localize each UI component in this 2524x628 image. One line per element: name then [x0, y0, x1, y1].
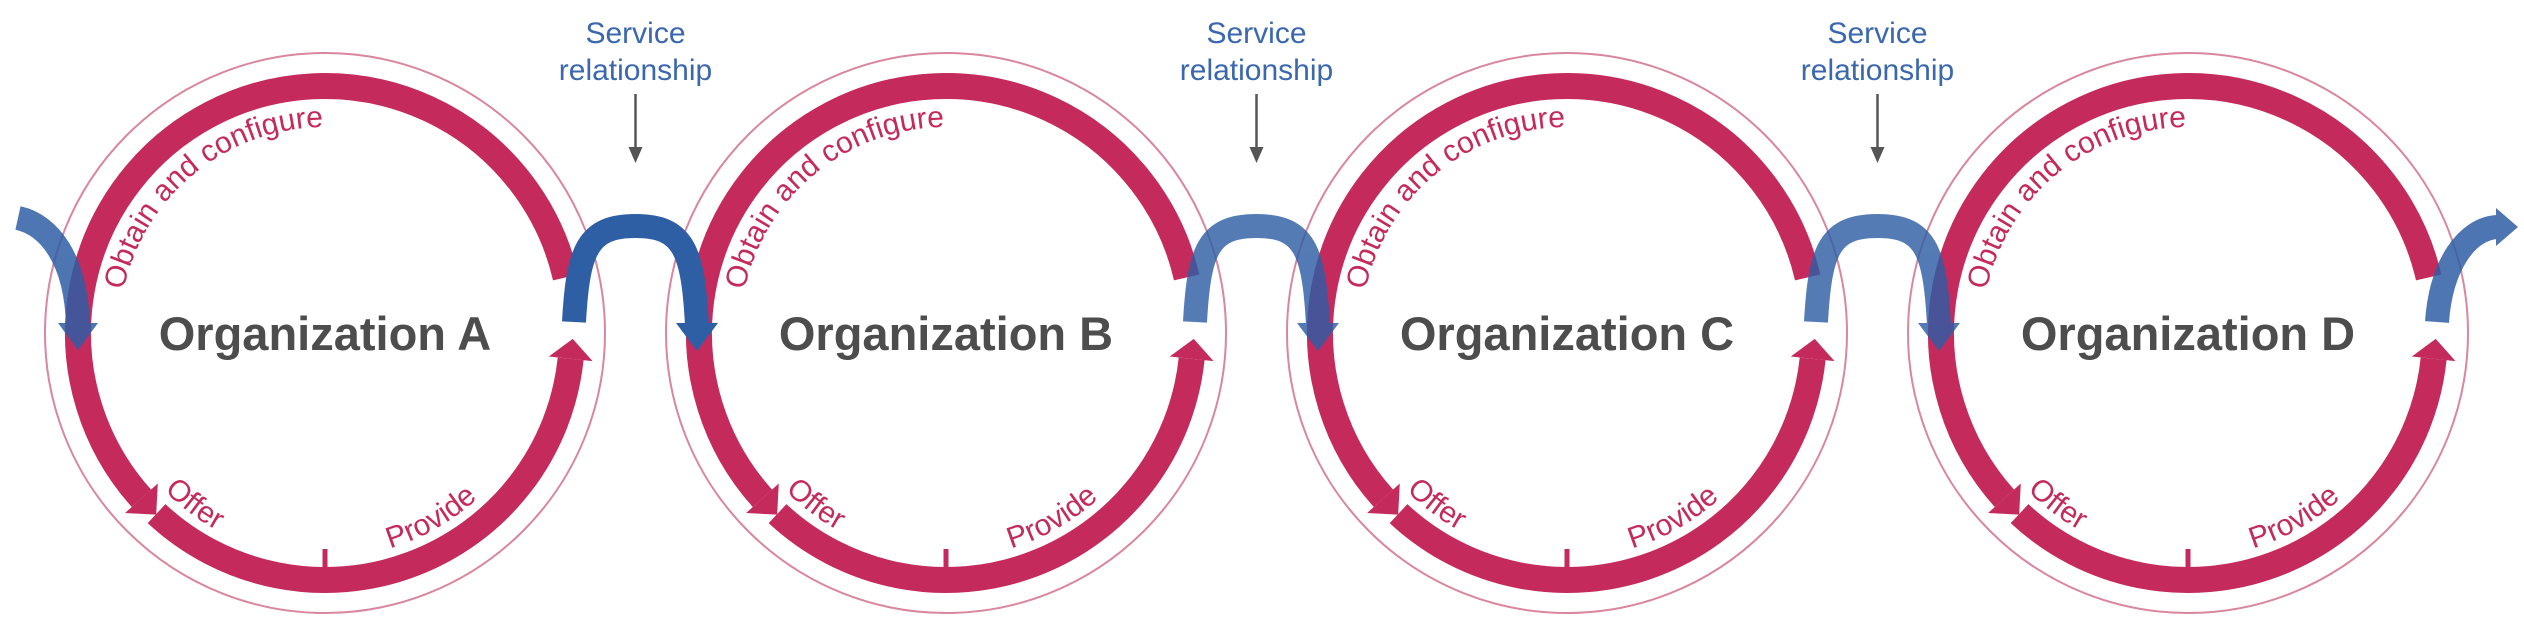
service-relationship-arc — [1183, 213, 1339, 351]
service-flow-arrows — [14, 206, 2518, 351]
outer-ring — [44, 52, 606, 614]
service-label-line2: relationship — [1180, 54, 1333, 87]
service-relationship-callout: Service relationship — [1180, 17, 1333, 163]
outer-ring — [665, 52, 1227, 614]
organization-b — [665, 52, 1227, 614]
obtain-arrowhead-icon — [746, 483, 779, 515]
service-flow-path — [1804, 213, 1951, 326]
service-label-line1: Service — [1206, 17, 1306, 50]
service-flow-arrowhead-icon — [1918, 323, 1960, 351]
organization-title: Organization B — [779, 307, 1113, 360]
provide-arrowhead-icon — [548, 338, 593, 362]
outer-ring — [1907, 52, 2469, 614]
service-label-line2: relationship — [1801, 54, 1954, 87]
obtain-arrowhead-icon — [1988, 483, 2021, 515]
service-relationship-callout: Service relationship — [559, 17, 712, 163]
obtain-configure-arc — [1307, 73, 1821, 507]
service-flow-arrowhead-icon — [2496, 208, 2518, 246]
service-flow-arrowhead-icon — [58, 323, 98, 350]
service-flow-arrowhead-icon — [676, 323, 718, 351]
obtain-configure-arc — [686, 73, 1200, 507]
service-relationship-labels: ServicerelationshipServicerelationshipSe… — [559, 17, 1954, 163]
provide-arrowhead-icon — [1169, 338, 1214, 362]
offer-provide-arc — [147, 357, 584, 593]
offer-provide-arc — [768, 357, 1205, 593]
offer-provide-arc — [1389, 357, 1826, 593]
service-relationship-callout: Service relationship — [1801, 17, 1954, 163]
outgoing-service-arrow — [2425, 208, 2518, 324]
service-relationship-arc — [562, 213, 718, 351]
offer-provide-arc — [2010, 357, 2447, 593]
obtain-arrowhead-icon — [1367, 483, 1400, 515]
organization-title: Organization A — [159, 307, 492, 360]
service-flow-path — [1183, 213, 1330, 326]
provide-arrowhead-icon — [2411, 338, 2456, 362]
incoming-service-arrow — [14, 206, 98, 350]
pointer-arrow-down-icon — [1870, 147, 1885, 163]
organization-title: Organization C — [1400, 307, 1734, 360]
outer-ring — [1286, 52, 1848, 614]
organization-title: Organization D — [2021, 307, 2355, 360]
organization-a — [44, 52, 606, 614]
service-flow-path — [562, 213, 709, 326]
obtain-configure-arc — [1928, 73, 2442, 507]
obtain-configure-arc — [65, 73, 579, 507]
service-label-line2: relationship — [559, 54, 712, 87]
pointer-arrow-down-icon — [628, 147, 643, 163]
obtain-arrowhead-icon — [125, 483, 158, 515]
organization-c — [1286, 52, 1848, 614]
organization-d — [1907, 52, 2469, 614]
service-label-line1: Service — [1827, 17, 1927, 50]
provide-arrowhead-icon — [1790, 338, 1835, 362]
service-relationship-arc — [1804, 213, 1960, 351]
service-flow-path — [2425, 215, 2500, 324]
service-flow-arrowhead-icon — [1297, 323, 1339, 351]
service-flow-path — [14, 206, 90, 326]
service-label-line1: Service — [585, 17, 685, 50]
organization-rings — [44, 52, 2469, 614]
pointer-arrow-down-icon — [1249, 147, 1264, 163]
